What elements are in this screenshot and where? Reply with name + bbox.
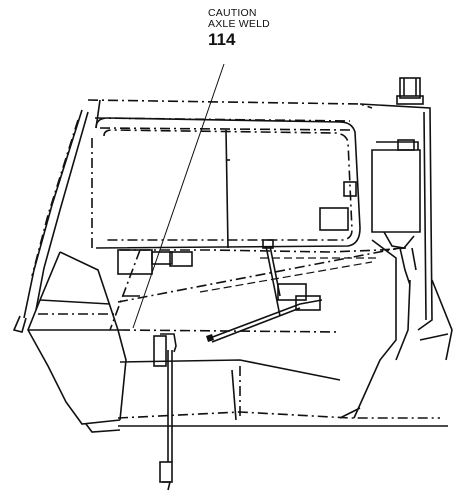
callout-leader-line [132,63,225,329]
front-nose [27,251,127,433]
rear-fender [419,279,453,361]
cab-floor [117,407,448,427]
exhaust-stack [396,77,424,105]
windshield [12,109,89,333]
callout-line-axle-weld: AXLE WELD [208,18,270,31]
callout-line-caution: CAUTION [208,7,257,19]
seat-blocks [117,181,357,301]
hand-brake-lever-icon [206,295,323,343]
cab-roof-outline [87,99,373,131]
door-window-frame [91,117,361,250]
callout-item-number: 114 [208,30,236,50]
steering-column-icon [153,333,177,491]
callout-label: CAUTION AXLE WELD 114 [208,7,270,50]
cab-lower-body [109,239,411,419]
misc-details [95,99,380,421]
gear-lever-icon [262,239,281,317]
rear-cab-wall [359,103,433,331]
